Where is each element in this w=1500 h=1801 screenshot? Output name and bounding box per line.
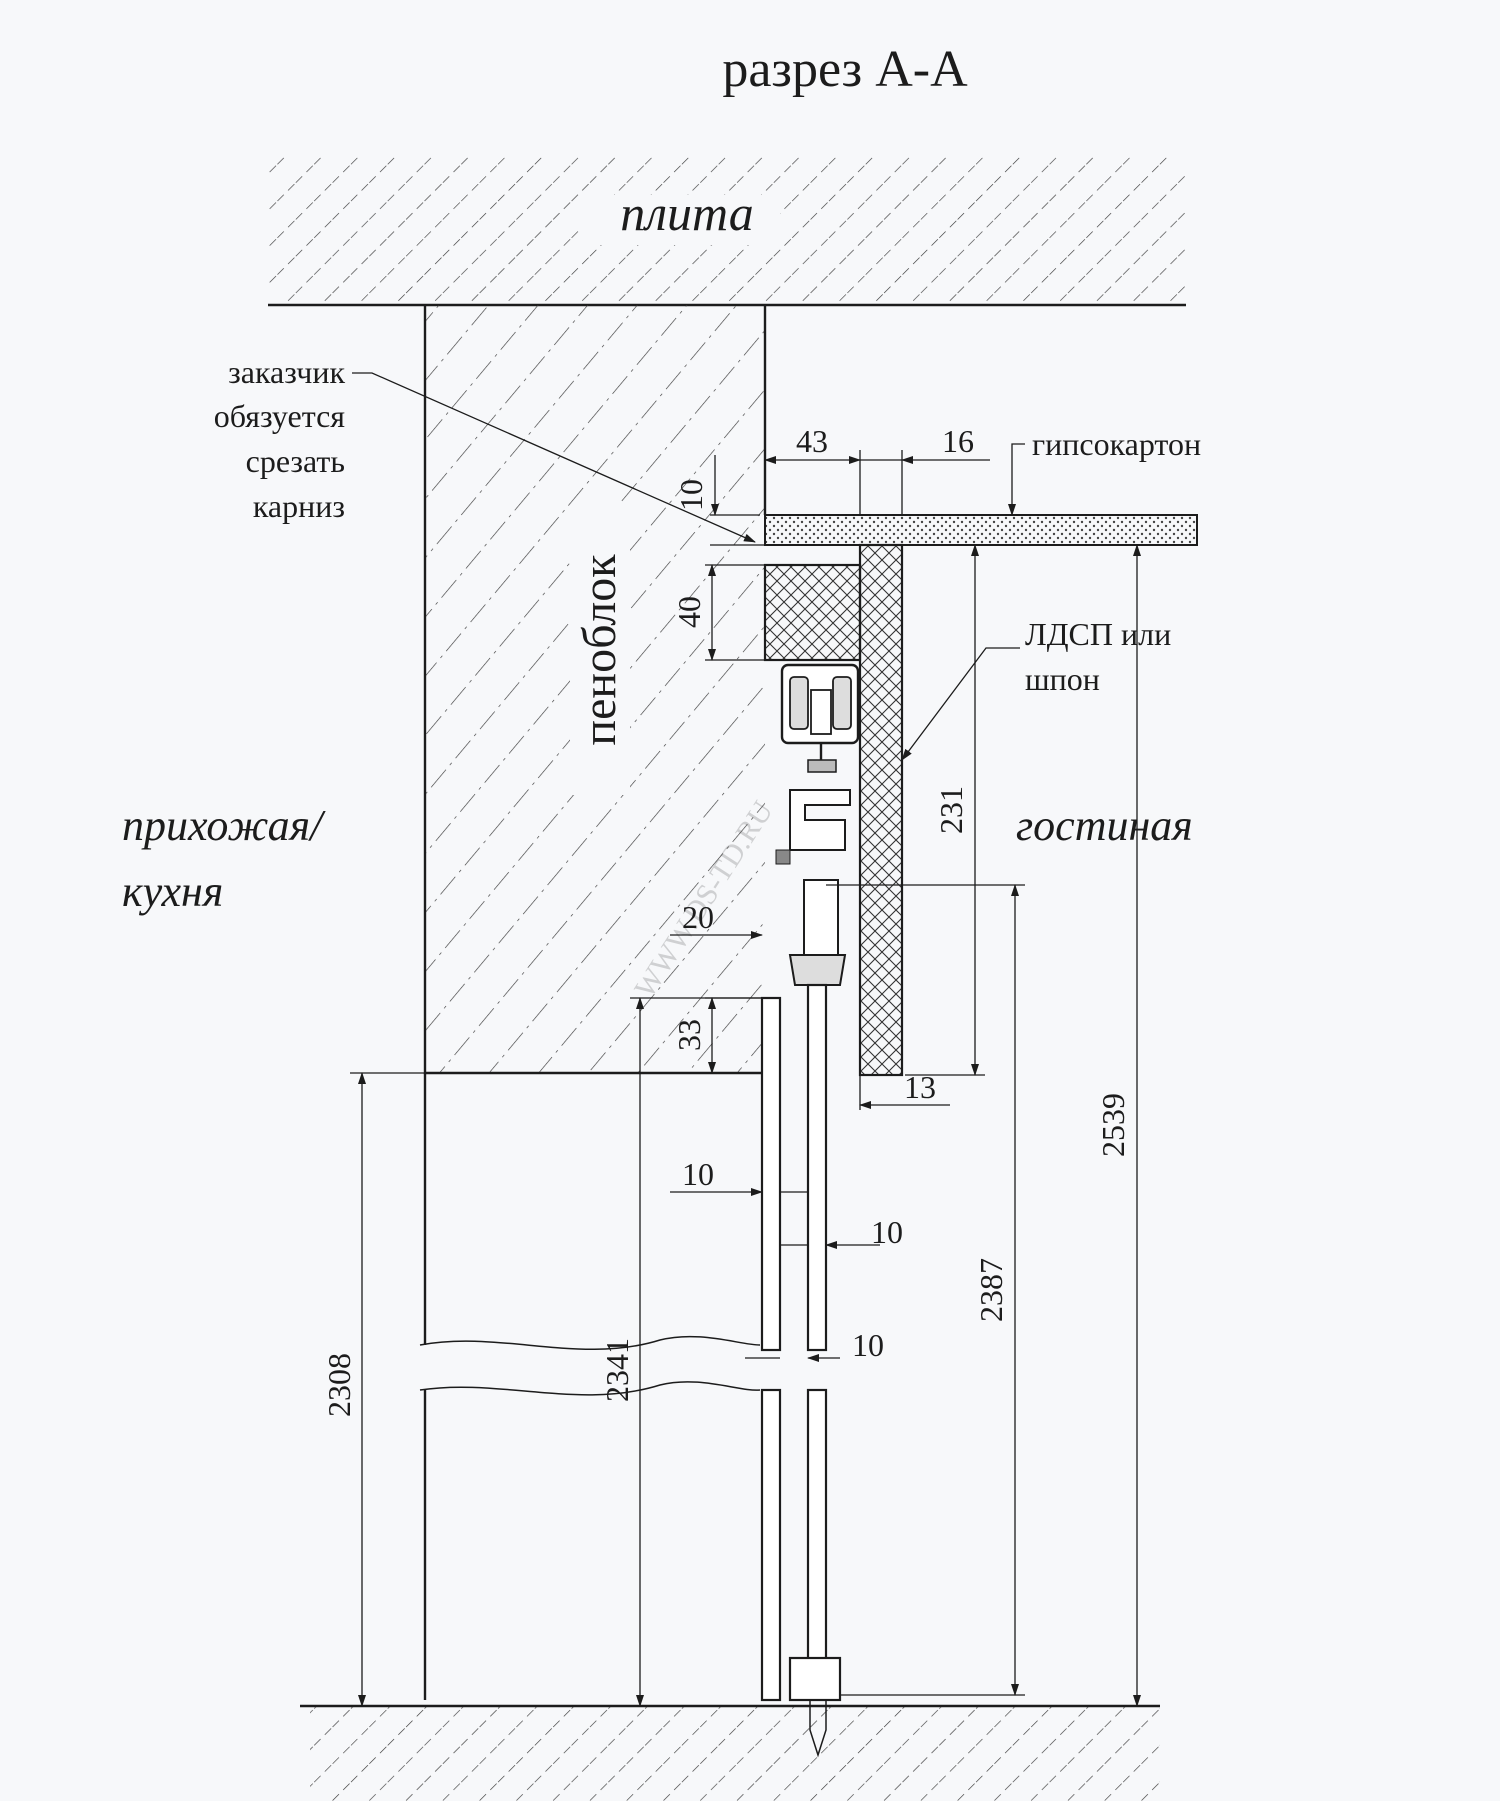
dim-10-left: 10 bbox=[670, 1156, 808, 1196]
drywall-callout: гипсокартон bbox=[1008, 426, 1201, 516]
dim-13: 13 bbox=[859, 1069, 950, 1110]
dim-10-right-value: 10 bbox=[871, 1214, 903, 1250]
dim-10-top: 10 bbox=[673, 455, 765, 546]
roller-carriage bbox=[775, 663, 860, 986]
foam-block-wall: пеноблок bbox=[423, 305, 767, 1075]
dim-43: 43 bbox=[764, 423, 861, 515]
dim-231: 231 bbox=[905, 544, 985, 1076]
living-room-label: гостиная bbox=[1016, 801, 1193, 850]
dim-13-value: 13 bbox=[904, 1069, 936, 1105]
dim-10-left-value: 10 bbox=[682, 1156, 714, 1192]
hallway-label-2: кухня bbox=[122, 867, 223, 916]
note-cut-cornice: заказчик обязуется срезать карниз bbox=[214, 354, 756, 543]
ldsp-panel bbox=[858, 543, 904, 1077]
note-line-2: обязуется bbox=[214, 398, 346, 434]
dim-2308-value: 2308 bbox=[321, 1353, 357, 1417]
dim-40-value: 40 bbox=[671, 596, 707, 628]
dim-10-gap-value: 10 bbox=[852, 1327, 884, 1363]
dim-2341: 2341 bbox=[599, 997, 762, 1707]
ldsp-label-1: ЛДСП или bbox=[1025, 616, 1171, 652]
dim-33-value: 33 bbox=[671, 1019, 707, 1051]
dim-2539: 2539 bbox=[1095, 544, 1197, 1707]
dim-10-top-value: 10 bbox=[673, 479, 709, 511]
dim-2308: 2308 bbox=[321, 1072, 425, 1707]
note-line-1: заказчик bbox=[228, 354, 345, 390]
ldsp-callout: ЛДСП или шпон bbox=[901, 616, 1171, 761]
dim-10-gap: 10 bbox=[745, 1327, 884, 1363]
note-line-3: срезать bbox=[246, 443, 345, 479]
foam-block-label: пеноблок bbox=[573, 554, 626, 746]
timber-block bbox=[763, 563, 862, 662]
floor-slab bbox=[300, 1704, 1160, 1801]
dim-20: 20 bbox=[670, 899, 763, 939]
ceiling-slab: плита bbox=[268, 155, 1186, 307]
dim-33: 33 bbox=[671, 997, 762, 1074]
dim-20-value: 20 bbox=[682, 899, 714, 935]
dim-2387-value: 2387 bbox=[973, 1258, 1009, 1322]
note-line-4: карниз bbox=[253, 488, 345, 524]
dim-16-value: 16 bbox=[942, 423, 974, 459]
drywall-label: гипсокартон bbox=[1032, 426, 1201, 462]
hallway-label-1: прихожая/ bbox=[122, 801, 326, 850]
drawing-title: разрез А-А bbox=[722, 41, 968, 98]
dim-231-value: 231 bbox=[933, 786, 969, 834]
drywall-ceiling bbox=[764, 514, 1198, 546]
dim-40: 40 bbox=[671, 564, 765, 661]
door-leaf bbox=[760, 983, 842, 1758]
slab-label: плита bbox=[620, 185, 754, 241]
dim-10-right: 10 bbox=[780, 1214, 903, 1250]
dim-2341-value: 2341 bbox=[599, 1338, 635, 1402]
dim-2539-value: 2539 bbox=[1095, 1093, 1131, 1157]
dim-43-value: 43 bbox=[796, 423, 828, 459]
ldsp-label-2: шпон bbox=[1025, 661, 1100, 697]
dim-2387: 2387 bbox=[826, 884, 1025, 1696]
dim-16: 16 bbox=[860, 423, 990, 515]
